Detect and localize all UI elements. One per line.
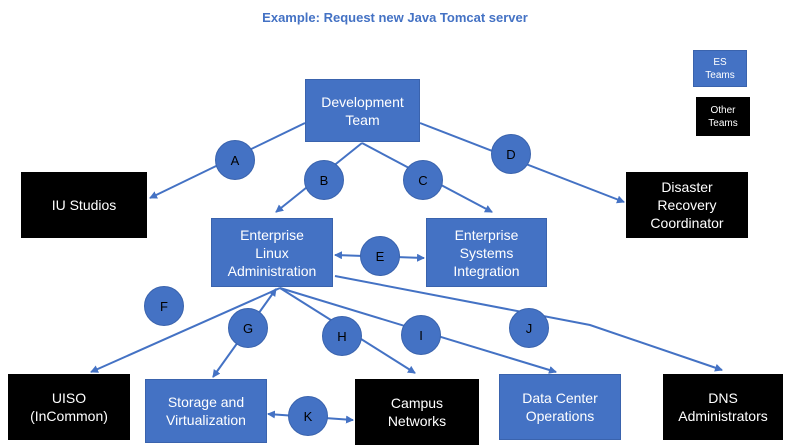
edge-j-line bbox=[334, 275, 723, 372]
edge-label-i: I bbox=[401, 315, 441, 355]
edge-label-h: H bbox=[322, 316, 362, 356]
node-data-center-operations: Data Center Operations bbox=[499, 374, 621, 440]
node-iu-studios: IU Studios bbox=[21, 172, 147, 238]
edge-label-g: G bbox=[228, 308, 268, 348]
node-campus-networks: Campus Networks bbox=[355, 379, 479, 445]
edge-label-d: D bbox=[491, 134, 531, 174]
node-development-team: Development Team bbox=[305, 79, 420, 142]
node-dns-administrators: DNS Administrators bbox=[663, 374, 783, 440]
node-uiso: UISO (InCommon) bbox=[8, 374, 130, 440]
edge-i-line bbox=[279, 287, 557, 374]
node-enterprise-systems-integration: Enterprise Systems Integration bbox=[426, 218, 547, 287]
edge-label-a: A bbox=[215, 140, 255, 180]
edge-label-j: J bbox=[509, 308, 549, 348]
legend-es-teams: ES Teams bbox=[693, 50, 747, 87]
node-storage-virtualization: Storage and Virtualization bbox=[145, 379, 267, 443]
edge-label-c: C bbox=[403, 160, 443, 200]
diagram-title: Example: Request new Java Tomcat server bbox=[262, 10, 528, 25]
edge-label-b: B bbox=[304, 160, 344, 200]
edge-label-k: K bbox=[288, 396, 328, 436]
legend-other-teams: Other Teams bbox=[696, 97, 750, 136]
node-disaster-recovery-coordinator: Disaster Recovery Coordinator bbox=[626, 172, 748, 238]
edge-label-e: E bbox=[360, 236, 400, 276]
node-enterprise-linux-administration: Enterprise Linux Administration bbox=[211, 218, 333, 287]
edge-label-f: F bbox=[144, 286, 184, 326]
